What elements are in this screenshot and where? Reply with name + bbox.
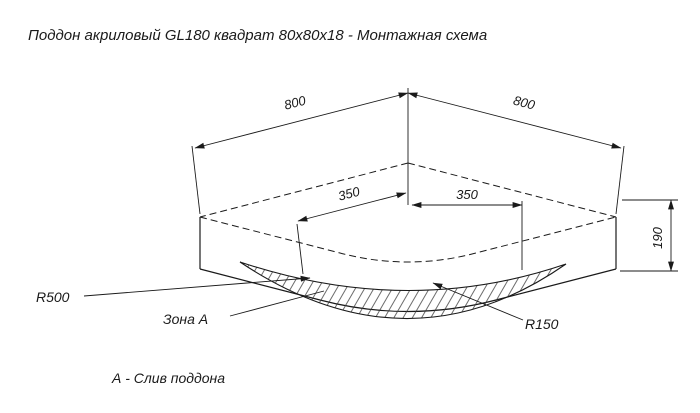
leader-r150 bbox=[432, 282, 524, 321]
dim-text-190: 190 bbox=[650, 226, 665, 248]
ext-right-corner bbox=[615, 145, 625, 215]
label-r150: R150 bbox=[525, 316, 559, 332]
dim-line-800-right bbox=[407, 92, 622, 149]
leader-lines bbox=[83, 275, 524, 321]
drain-note: А - Слив поддона bbox=[111, 370, 225, 386]
label-r500: R500 bbox=[36, 289, 70, 305]
dim-text-350-right: 350 bbox=[456, 187, 478, 202]
leader-r500 bbox=[83, 275, 311, 297]
extension-lines bbox=[191, 88, 678, 275]
ext-left-corner bbox=[191, 145, 201, 215]
envelope-edge-top-left bbox=[199, 162, 409, 218]
hatch-zone-a bbox=[239, 261, 567, 320]
dimension-lines bbox=[194, 92, 674, 272]
ext-350-left bbox=[296, 223, 304, 275]
callout-labels: R500 Зона А R150 bbox=[36, 289, 559, 332]
label-zone-a: Зона А bbox=[163, 311, 208, 327]
diagram-title: Поддон акриловый GL180 квадрат 80x80x18 … bbox=[28, 27, 487, 44]
envelope-edge-front-rounded bbox=[199, 216, 617, 263]
dimension-texts: 800 800 350 350 190 bbox=[282, 92, 665, 248]
envelope-top-face bbox=[199, 162, 617, 263]
dim-text-800-right: 800 bbox=[512, 93, 538, 113]
dim-text-800-left: 800 bbox=[282, 92, 308, 112]
leader-zone-a bbox=[229, 290, 325, 317]
dim-line-800-left bbox=[194, 92, 409, 149]
dim-text-350-left: 350 bbox=[336, 183, 362, 203]
dim-line-350-left bbox=[297, 192, 407, 222]
envelope-edge-top-right bbox=[407, 162, 617, 218]
